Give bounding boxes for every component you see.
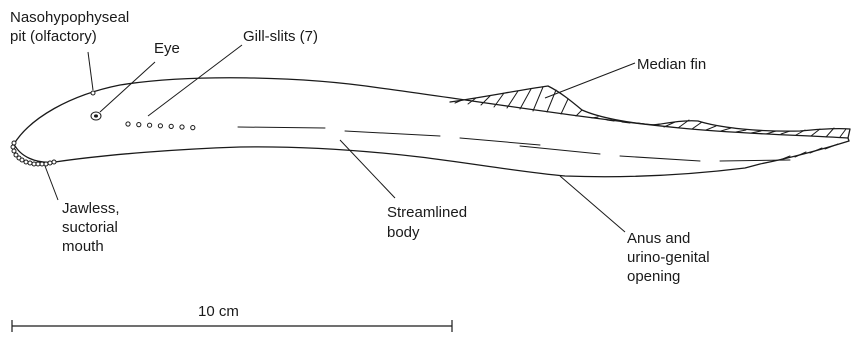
label-body-line2: body — [387, 224, 420, 241]
scale-bar — [11, 320, 453, 332]
label-anus-line2: urino-genital — [627, 249, 710, 266]
label-body-line1: Streamlined — [387, 204, 468, 221]
nasohypophyseal-pit — [90, 90, 96, 96]
label-eye: Eye — [154, 40, 180, 57]
label-mouth-line2: suctorial — [62, 219, 118, 236]
gill-slit — [168, 123, 174, 130]
leader-body — [339, 139, 396, 199]
label-mouth-line3: mouth — [62, 238, 104, 255]
mouth-papilla — [39, 161, 45, 167]
fin-rays — [454, 86, 847, 161]
leader-eye — [99, 61, 156, 113]
leader-lines — [44, 44, 636, 233]
mouth-papilla — [43, 161, 49, 167]
mouth-papilla — [10, 144, 16, 150]
leader-nasohypophyseal — [87, 51, 94, 91]
leader-mouth — [44, 165, 59, 201]
mouth-papilla — [31, 161, 37, 167]
leader-median-fin — [544, 62, 636, 99]
scale-bar-label: 10 cm — [198, 303, 239, 320]
label-nasohypophyseal-line1: Nasohypophyseal — [10, 9, 130, 26]
mouth-papilla — [19, 157, 25, 163]
leader-anus — [559, 175, 626, 233]
label-nasohypophyseal-line2: pit (olfactory) — [10, 28, 97, 45]
leader-gill-slits — [147, 44, 243, 117]
gill-slit — [125, 121, 131, 127]
gill-slit — [179, 124, 185, 130]
suctorial-mouth — [10, 140, 57, 167]
label-gill-slits: Gill-slits (7) — [243, 28, 318, 45]
eye — [90, 111, 102, 121]
mouth-papilla — [51, 159, 57, 165]
mouth-papilla — [11, 148, 17, 154]
median-fin — [449, 85, 851, 139]
mouth-papilla — [13, 152, 19, 158]
gill-slit — [147, 122, 153, 128]
label-mouth-line1: Jawless, — [62, 200, 120, 217]
mouth-papilla — [23, 159, 29, 165]
mouth-papilla — [27, 160, 33, 166]
gill-slits — [125, 121, 196, 131]
gill-slit — [157, 123, 163, 129]
gill-slit — [190, 125, 196, 131]
gill-slit — [136, 122, 142, 128]
label-anus-line3: opening — [627, 268, 681, 285]
mouth-papilla — [47, 160, 53, 166]
mouth-papilla — [35, 161, 41, 167]
mouth-papilla — [11, 140, 17, 146]
label-anus-line1: Anus and — [627, 230, 691, 247]
lateral-line — [237, 126, 791, 162]
label-median-fin: Median fin — [637, 56, 707, 73]
